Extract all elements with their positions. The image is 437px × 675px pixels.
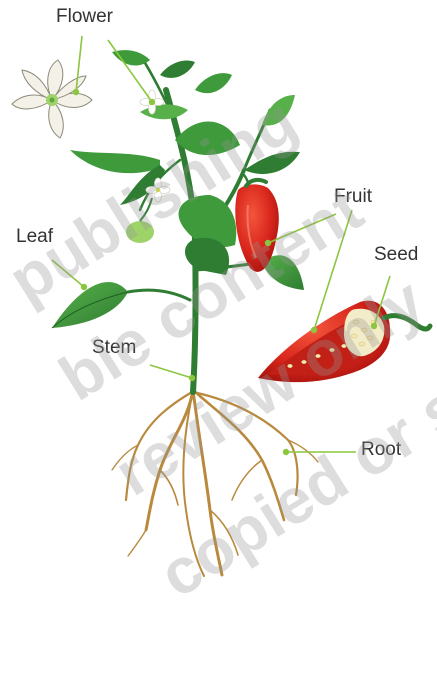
pepper-plant-diagram xyxy=(0,0,437,579)
green-bud xyxy=(126,221,154,243)
label-seed: Seed xyxy=(374,244,418,266)
label-leaf: Leaf xyxy=(16,226,53,248)
flower-illustration xyxy=(12,60,92,138)
cut-pepper xyxy=(258,301,430,383)
root-system xyxy=(112,390,318,576)
label-fruit: Fruit xyxy=(334,186,372,208)
label-root: Root xyxy=(361,439,401,461)
label-flower: Flower xyxy=(56,6,113,28)
label-stem: Stem xyxy=(92,337,136,359)
